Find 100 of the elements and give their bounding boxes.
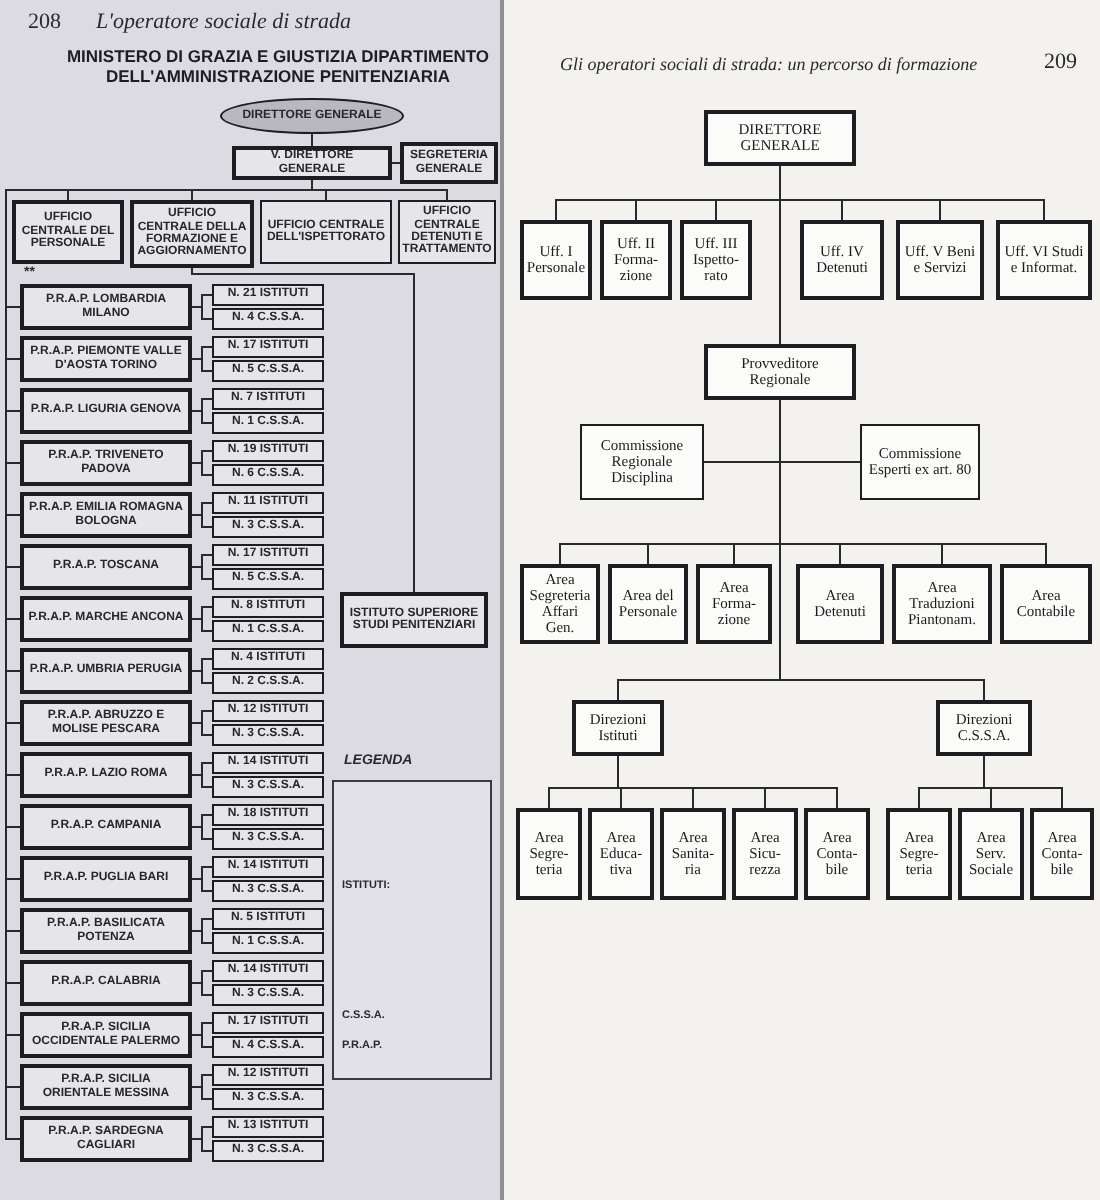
office-box [212,672,324,694]
connector-line [779,399,985,701]
office-box [20,492,192,538]
office-box [20,648,192,694]
chart-title: MINISTERO DI GRAZIA E GIUSTIZIA DIPARTIMENTO DELL'AMMINISTRAZIONE PENITENZIARIA [64,48,492,88]
office-box [20,1012,192,1058]
office-box [20,284,192,330]
office-box [704,110,856,166]
page-text: 209 [1044,50,1077,74]
office-box [892,564,992,644]
office-box [20,1064,192,1110]
office-box [212,752,324,774]
office-box [212,388,324,410]
office-box [704,344,856,400]
office-box [212,804,324,826]
office-box [212,620,324,642]
office-box [996,220,1092,300]
office-box [20,908,192,954]
connector-line [191,1138,213,1152]
office-box [20,388,192,434]
office-box [936,700,1032,756]
office-box [212,464,324,486]
office-box [212,776,324,798]
connector-line [191,878,213,892]
connector-line [191,306,213,320]
connector-line [191,670,213,684]
office-box [20,804,192,850]
office-box [860,424,980,500]
office-box [212,1116,324,1138]
office-box [212,412,324,434]
office-box [212,1036,324,1058]
connector-line [191,1086,213,1100]
connector-line [191,722,213,736]
connector-line [191,774,213,788]
connector-line [191,1034,213,1048]
office-box [212,568,324,590]
office-box [212,1012,324,1034]
office-box [212,932,324,954]
page-text: L'operatore sociale di strada [96,10,352,34]
office-box [20,960,192,1006]
connector-line [983,755,1063,809]
connector-line [191,514,213,528]
office-box [580,424,704,500]
connector-line [191,618,213,632]
office-box [232,146,392,180]
connector-line [391,162,401,164]
office-box [212,724,324,746]
office-box [958,808,1024,900]
office-box [20,544,192,590]
office-box [212,440,324,462]
page-text: 208 [28,10,61,34]
office-box [212,880,324,902]
connector-line [191,826,213,840]
office-box [804,808,870,900]
connector-line [191,566,213,580]
office-box [260,200,392,264]
office-box [20,856,192,902]
office-box [212,492,324,514]
office-box [212,284,324,306]
office-box [572,700,664,756]
connector-line [191,410,213,424]
office-box [212,336,324,358]
office-box [212,828,324,850]
office-box [516,808,582,900]
connector-line [191,462,213,476]
connector-line [191,982,213,996]
office-box [680,220,752,300]
office-box [20,596,192,642]
office-box [20,700,192,746]
connector-line [779,165,781,345]
office-box [696,564,772,644]
connector-line [191,267,415,593]
office-box [732,808,798,900]
office-box [20,336,192,382]
office-box [1000,564,1092,644]
office-box [608,564,688,644]
office-box [660,808,726,900]
office-box [588,808,654,900]
office-box [886,808,952,900]
connector-line [191,358,213,372]
office-box [212,700,324,722]
connector-line [191,930,213,944]
office-box [212,596,324,618]
office-box [212,1088,324,1110]
office-box [20,440,192,486]
office-box [212,1140,324,1162]
office-box [600,220,672,300]
office-box [400,142,498,184]
office-box [212,984,324,1006]
office-box [212,908,324,930]
office-box [800,220,884,300]
office-box [20,752,192,798]
office-box [12,200,124,264]
office-box [212,360,324,382]
office-box [212,960,324,982]
office-box [212,856,324,878]
office-box [212,308,324,330]
office-box [796,564,884,644]
office-box [20,1116,192,1162]
page-text: Gli operatori sociali di strada: un percorso di formazione [560,54,978,74]
